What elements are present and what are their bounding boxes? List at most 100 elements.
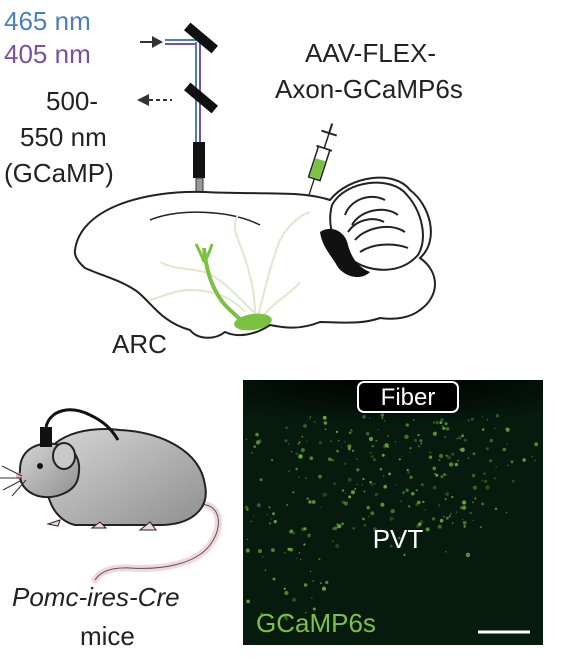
- fluorescence-speck: [362, 477, 365, 481]
- fluorescence-speck: [506, 511, 508, 514]
- fluorescence-speck: [409, 447, 412, 450]
- fluorescence-speck: [451, 496, 454, 498]
- fluorescence-speck: [425, 527, 430, 532]
- fluorescence-speck: [255, 440, 261, 445]
- fluorescence-speck: [413, 419, 415, 421]
- fluorescence-speck: [458, 436, 462, 440]
- fluorescence-speck: [362, 517, 365, 521]
- fluorescence-speck: [295, 557, 298, 560]
- fluorescence-speck: [345, 492, 347, 494]
- fluorescence-speck: [380, 502, 385, 507]
- fluorescence-speck: [440, 418, 444, 422]
- fluorescence-speck: [305, 477, 308, 479]
- fluorescence-speck: [348, 431, 352, 435]
- fluorescence-speck: [300, 448, 305, 453]
- fluorescence-speck: [400, 500, 402, 502]
- emission-arrow: [137, 94, 172, 106]
- fluorescence-speck: [420, 442, 423, 445]
- fluorescence-speck: [350, 429, 353, 432]
- fluorescence-speck: [382, 537, 386, 542]
- fluorescence-speck: [271, 459, 274, 462]
- fluorescence-speck: [371, 444, 375, 448]
- fluorescence-speck: [445, 454, 448, 457]
- micrograph: Fiber PVT GCaMP6s: [243, 380, 543, 645]
- fluorescence-speck: [417, 522, 422, 527]
- fluorescence-speck: [495, 414, 500, 418]
- fluorescence-speck: [328, 457, 332, 462]
- fluorescence-speck: [455, 511, 457, 513]
- fluorescence-speck: [351, 430, 354, 433]
- fluorescence-speck: [481, 428, 485, 431]
- fluorescence-speck: [325, 580, 329, 585]
- fluorescence-speck: [389, 516, 394, 521]
- fluorescence-speck: [369, 417, 371, 419]
- fluorescence-speck: [419, 439, 423, 443]
- gcamp6s-label: GCaMP6s: [256, 608, 376, 638]
- fluorescence-speck: [493, 477, 496, 480]
- fluorescence-speck: [259, 478, 263, 482]
- fluorescence-speck: [442, 426, 446, 431]
- fluorescence-speck: [266, 514, 269, 516]
- fluorescence-speck: [446, 427, 450, 431]
- fluorescence-speck: [445, 492, 450, 496]
- fluorescence-speck: [336, 526, 339, 529]
- fluorescence-speck: [268, 506, 271, 509]
- fluorescence-speck: [295, 467, 299, 471]
- fluorescence-speck: [262, 556, 264, 558]
- fluorescence-speck: [245, 438, 248, 441]
- fluorescence-speck: [361, 484, 364, 486]
- fluorescence-speck: [494, 507, 498, 510]
- fluorescence-speck: [384, 443, 389, 448]
- fluorescence-speck: [403, 553, 406, 557]
- fluorescence-speck: [469, 511, 472, 515]
- fluorescence-speck: [483, 479, 488, 484]
- fluorescence-speck: [289, 547, 293, 552]
- fluorescence-speck: [373, 458, 376, 461]
- fluorescence-speck: [272, 577, 276, 581]
- fluorescence-speck: [290, 450, 293, 453]
- fluorescence-speck: [401, 455, 403, 457]
- fluorescence-speck: [429, 451, 432, 454]
- fluorescence-speck: [451, 522, 454, 524]
- fluorescence-speck: [244, 505, 249, 510]
- fluorescence-speck: [335, 544, 340, 549]
- fluorescence-speck: [322, 492, 327, 497]
- fluorescence-speck: [432, 517, 436, 521]
- label-emission-line2: 550 nm: [20, 122, 107, 152]
- fluorescence-speck: [442, 515, 445, 518]
- label-405nm: 405 nm: [4, 39, 91, 69]
- fluorescence-speck: [482, 416, 484, 418]
- fluorescence-speck: [365, 431, 370, 436]
- fluorescence-speck: [408, 505, 411, 508]
- fluorescence-speck: [474, 497, 477, 500]
- dichroic-mirror-bottom: [183, 82, 219, 114]
- fluorescence-speck: [309, 415, 312, 418]
- fluorescence-speck: [439, 421, 443, 424]
- fluorescence-speck: [449, 513, 452, 515]
- fluorescence-speck: [409, 451, 411, 453]
- fluorescence-speck: [303, 424, 307, 428]
- fluorescence-speck: [268, 522, 272, 525]
- fluorescence-speck: [343, 501, 348, 506]
- fluorescence-speck: [432, 431, 437, 436]
- fluorescence-speck: [347, 477, 352, 482]
- fluorescence-speck: [355, 458, 358, 461]
- fluorescence-speck: [331, 540, 334, 543]
- fluorescence-speck: [438, 504, 441, 507]
- mouse-illustration: [0, 408, 222, 584]
- fluorescence-speck: [321, 586, 327, 591]
- fluorescence-speck: [286, 504, 289, 506]
- fluorescence-speck: [435, 473, 439, 477]
- fluorescence-speck: [461, 434, 465, 438]
- label-emission-line1: 500-: [46, 86, 98, 116]
- fluorescence-speck: [319, 441, 322, 445]
- fluorescence-speck: [438, 459, 441, 462]
- fluorescence-speck: [284, 439, 288, 443]
- fluorescence-speck: [300, 558, 302, 561]
- fluorescence-speck: [366, 506, 370, 510]
- fluorescence-speck: [331, 458, 335, 462]
- fluorescence-speck: [305, 612, 307, 614]
- fluorescence-speck: [341, 500, 345, 504]
